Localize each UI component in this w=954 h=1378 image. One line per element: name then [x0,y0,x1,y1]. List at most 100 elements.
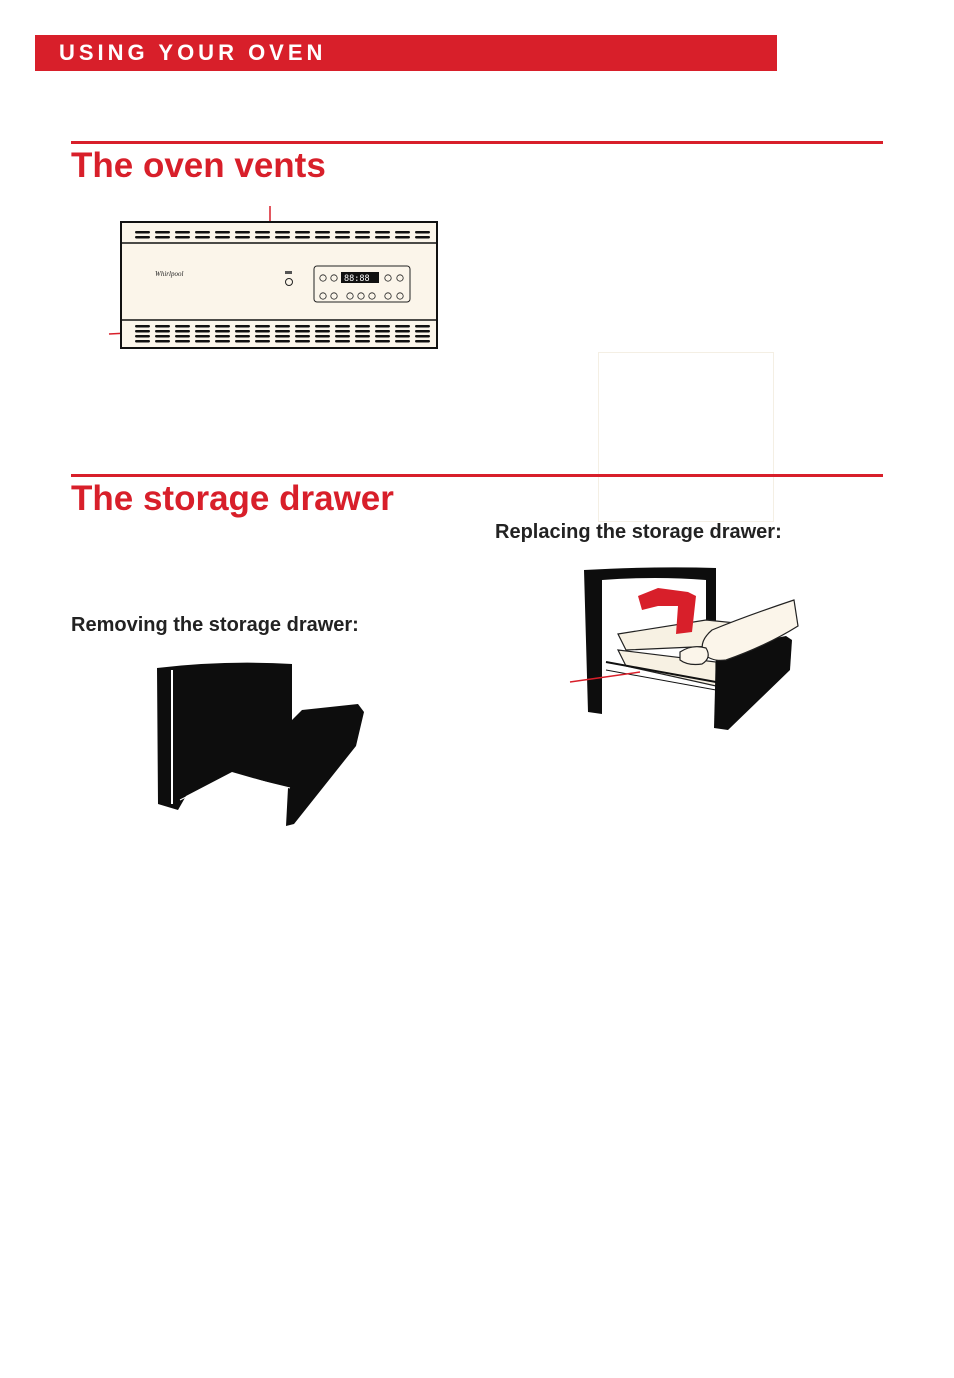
vent-slot [395,325,410,328]
vent-slot [395,231,410,234]
vent-slot [375,340,390,343]
vent-slot [175,236,190,239]
vent-slot [395,330,410,333]
vents-heading: The oven vents [71,146,326,185]
replacing-subheading: Replacing the storage drawer: [495,521,782,543]
vent-slot [415,335,430,338]
vent-slot [235,325,250,328]
vent-slot [315,231,330,234]
upper-vent-slots [135,231,430,239]
vent-slot [315,236,330,239]
control-button [319,292,327,300]
vent-slot [275,330,290,333]
drawer-heading: The storage drawer [71,479,394,518]
control-button [330,274,338,282]
vent-slot [255,236,270,239]
control-button [396,274,404,282]
vent-slot [335,325,350,328]
vent-slot [275,340,290,343]
control-button [384,292,392,300]
vent-slot [175,335,190,338]
vent-slot [415,236,430,239]
clock-display [341,272,379,283]
vent-slot [215,335,230,338]
vent-slot [315,340,330,343]
vent-slot [175,330,190,333]
section-banner: USING YOUR OVEN [35,35,777,71]
vent-slot [355,340,370,343]
vent-slot [295,236,310,239]
vent-slot [375,231,390,234]
control-button [330,292,338,300]
vent-slot [195,330,210,333]
vent-slot [315,325,330,328]
vent-slot [275,335,290,338]
vent-slot [175,231,190,234]
vent-slot [355,231,370,234]
vent-slot [335,231,350,234]
vent-slot [295,231,310,234]
vent-slot [335,335,350,338]
vent-slot [255,231,270,234]
vent-slot [375,330,390,333]
vent-slot [135,330,150,333]
vent-slot [135,236,150,239]
vent-slot [195,335,210,338]
vent-slot [155,330,170,333]
vent-slot [335,330,350,333]
vent-slot [395,335,410,338]
clock-display-digits: 88:88 [344,274,370,284]
vent-slot [175,340,190,343]
control-button [384,274,392,282]
vent-slot [295,335,310,338]
vent-slot [255,325,270,328]
vent-slot [235,236,250,239]
vent-slot [415,340,430,343]
vent-slot [235,340,250,343]
vent-slot [255,330,270,333]
vent-slot [355,325,370,328]
vents-rule [71,141,883,144]
removing-drawer-illustration [157,662,364,826]
vent-slot [275,236,290,239]
vent-slot [195,236,210,239]
vent-slot [395,340,410,343]
vent-slot [395,236,410,239]
vent-slot [175,325,190,328]
vent-slot [135,325,150,328]
vent-slot [355,236,370,239]
vent-slot [355,335,370,338]
vent-slot [155,340,170,343]
lower-vent-slots [135,325,430,343]
vent-slot [275,231,290,234]
vent-slot [355,330,370,333]
vent-slot [375,335,390,338]
vent-slot [295,330,310,333]
removing-subheading: Removing the storage drawer: [71,614,359,636]
vent-slot [255,335,270,338]
control-button [319,274,327,282]
vent-slot [135,340,150,343]
vent-slot [155,231,170,234]
vent-slot [215,340,230,343]
vent-slot [155,236,170,239]
replacing-drawer-illustration [569,567,799,730]
vent-slot [335,236,350,239]
oven-control-panel-illustration: Whirlpool 88:88 [108,206,438,349]
control-button [396,292,404,300]
vent-slot [195,340,210,343]
control-buttons [319,274,404,300]
vent-slot [255,340,270,343]
vent-slot [295,340,310,343]
vent-slot [135,335,150,338]
vent-slot [415,231,430,234]
vent-slot [195,325,210,328]
vent-slot [135,231,150,234]
vent-slot [235,330,250,333]
vent-slot [275,325,290,328]
vent-slot [415,330,430,333]
vent-slot [415,325,430,328]
control-button [357,292,365,300]
vent-slot [315,330,330,333]
vent-slot [375,325,390,328]
